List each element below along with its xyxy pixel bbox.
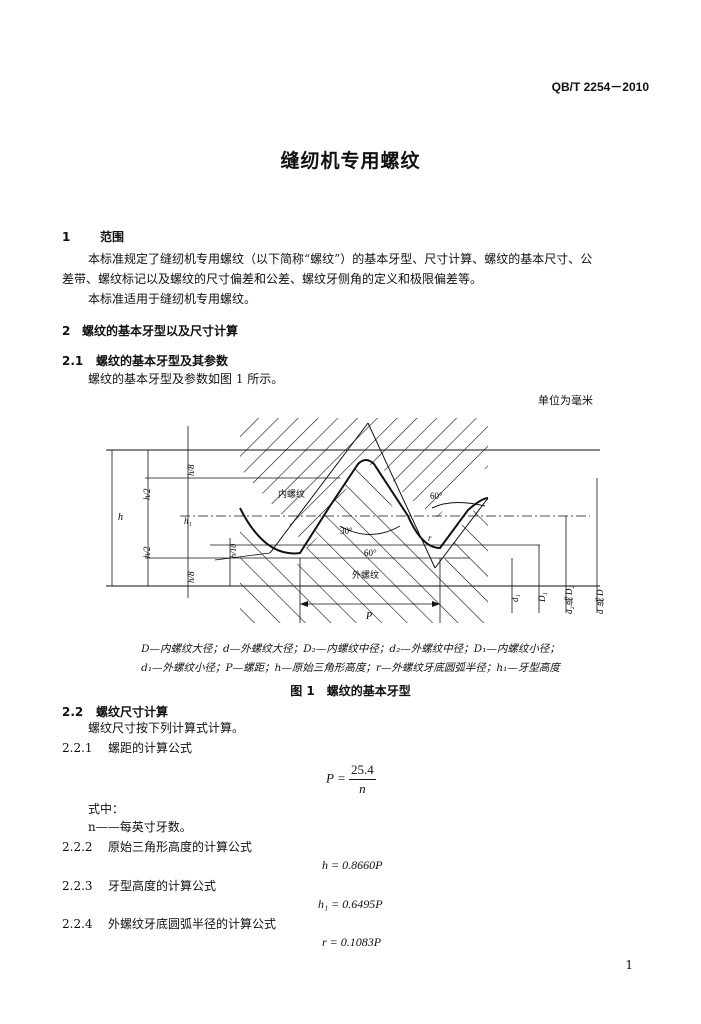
- figure-caption-line: D—内螺纹大径；d—外螺纹大径；D₂—内螺纹中径；d₂—外螺纹中径；D₁—内螺纹…: [141, 643, 560, 655]
- section-title: 螺纹的基本牙型及其参数: [96, 354, 229, 368]
- label-h8-top: h/8: [186, 464, 196, 476]
- paragraph-line: 本标准适用于缝纫机专用螺纹。: [88, 292, 257, 306]
- section-number: 2.2.1: [62, 741, 93, 755]
- formula-denominator: n: [359, 781, 366, 796]
- section-2-2-4-heading: 2.2.4 外螺纹牙底圆弧半径的计算公式: [62, 915, 276, 934]
- label-h2-top: h/2: [142, 488, 152, 500]
- section-title: 原始三角形高度的计算公式: [108, 840, 253, 854]
- paragraph-line: 本标准规定了缝纫机专用螺纹（以下简称“螺纹”）的基本牙型、尺寸计算、螺纹的基本尺…: [88, 252, 593, 266]
- label-D1: D₁: [537, 592, 547, 603]
- label-internal-thread: 内螺纹: [278, 488, 305, 499]
- section-2-2-heading: 2.2 螺纹尺寸计算: [62, 703, 168, 720]
- external-thread-region: [240, 460, 488, 623]
- label-d1: d₁: [510, 594, 520, 602]
- label-h2-bot: h/2: [142, 546, 152, 558]
- figure-title: 图 1 螺纹的基本牙型: [290, 684, 411, 698]
- standard-number: QB/T 2254－2010: [551, 80, 649, 94]
- section-2-heading: 2 螺纹的基本牙型以及尺寸计算: [62, 322, 238, 339]
- label-P: P: [365, 611, 372, 622]
- label-h10: h/10: [229, 544, 238, 558]
- unit-note: 单位为毫米: [538, 394, 593, 407]
- section-title: 范围: [100, 230, 125, 244]
- section-number: 2.2.3: [62, 879, 93, 893]
- paragraph-line: 螺纹尺寸按下列计算式计算。: [88, 721, 245, 735]
- section-number: 2.2: [62, 705, 84, 719]
- formula-thread-height: h₁ = 0.6495P: [318, 897, 383, 911]
- section-number: 2.1: [62, 354, 84, 368]
- label-angle-60-top: 60°: [430, 491, 443, 501]
- section-1-heading: 1 范围: [62, 228, 124, 245]
- formula-pitch: P = 25.4 n: [326, 762, 376, 797]
- internal-thread-region: [240, 418, 488, 550]
- label-r: r: [428, 533, 432, 543]
- section-title: 外螺纹牙底圆弧半径的计算公式: [108, 917, 277, 931]
- label-d: d 或 D: [595, 589, 605, 614]
- label-h1: h₁: [184, 516, 192, 526]
- figure-caption-line: d₁—外螺纹小径；P—螺距；h—原始三角形高度；r—外螺纹牙底圆弧半径；h₁—牙…: [141, 662, 560, 674]
- where-label: 式中：: [88, 802, 125, 816]
- section-number: 1: [62, 230, 71, 244]
- page-number: 1: [625, 958, 633, 972]
- section-title: 螺纹的基本牙型以及尺寸计算: [82, 324, 239, 338]
- paragraph-line: 差带、螺纹标记以及螺纹的尺寸偏差和公差、螺纹牙侧角的定义和极限偏差等。: [62, 272, 483, 286]
- section-2-2-2-heading: 2.2.2 原始三角形高度的计算公式: [62, 838, 252, 857]
- label-external-thread: 外螺纹: [352, 569, 379, 580]
- thread-profile-figure: h h/2 h/2 h/8 h/8 h₁ h/10 内螺纹 外螺纹 60° 30…: [106, 418, 605, 623]
- section-title: 螺距的计算公式: [108, 741, 193, 755]
- section-number: 2: [62, 324, 71, 338]
- formula-lhs: P =: [326, 770, 346, 786]
- formula-numerator: 25.4: [348, 762, 376, 780]
- section-2-2-1-heading: 2.2.1 螺距的计算公式: [62, 739, 192, 758]
- section-number: 2.2.4: [62, 917, 93, 931]
- section-2-1-heading: 2.1 螺纹的基本牙型及其参数: [62, 352, 228, 369]
- thread-profile-line: [239, 459, 489, 555]
- formula-root-radius: r = 0.1083P: [322, 935, 382, 949]
- label-d2: d₂或 D₂: [564, 585, 574, 614]
- label-h: h: [118, 512, 123, 523]
- label-angle-60-mid: 60°: [364, 548, 377, 558]
- formula-triangle-height: h = 0.8660P: [322, 858, 383, 872]
- label-angle-30: 30°: [340, 526, 353, 536]
- label-h8-bot: h/8: [186, 571, 196, 583]
- section-title: 螺纹尺寸计算: [96, 705, 169, 719]
- formula-fraction: 25.4 n: [348, 762, 376, 797]
- section-2-2-3-heading: 2.2.3 牙型高度的计算公式: [62, 877, 216, 896]
- section-title: 牙型高度的计算公式: [108, 879, 217, 893]
- paragraph-line: 螺纹的基本牙型及参数如图 1 所示。: [88, 372, 284, 386]
- where-item: n——每英寸牙数。: [88, 820, 192, 834]
- section-number: 2.2.2: [62, 840, 93, 854]
- document-title: 缝纫机专用螺纹: [280, 150, 421, 172]
